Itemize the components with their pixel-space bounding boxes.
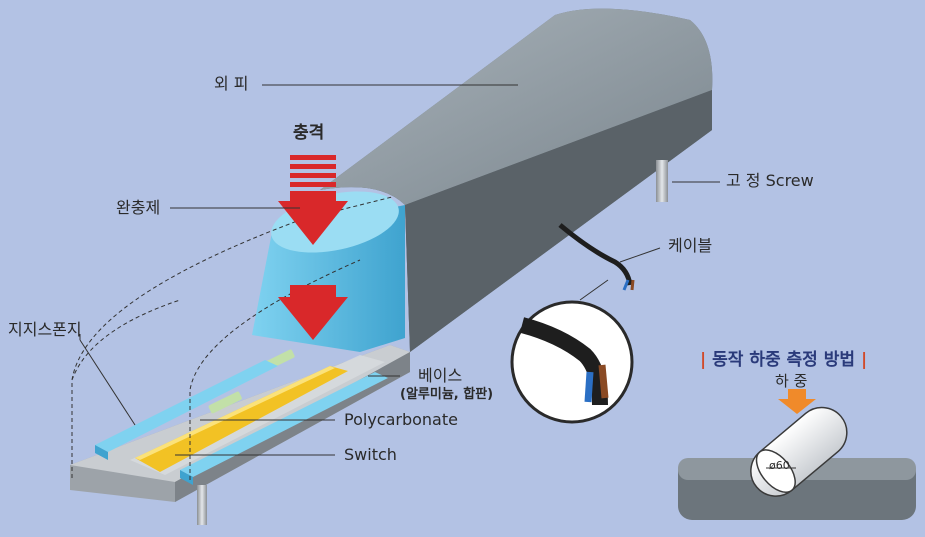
label-load: 하 중 (775, 372, 808, 390)
label-impact: 충격 (293, 123, 325, 143)
cushion-block (252, 191, 405, 352)
cover-outline-dashed (71, 194, 401, 480)
label-support-sponge: 지지스폰지 (8, 320, 82, 339)
label-polycarbonate: Polycarbonate (344, 410, 458, 429)
impact-arrow-bottom (278, 285, 348, 340)
label-diameter: ø60 (769, 459, 790, 472)
switch-strip (135, 366, 348, 472)
method-title-text: 동작 하중 측정 방법 (712, 350, 856, 370)
method-title: | 동작 하중 측정 방법 | (700, 345, 867, 370)
label-cable: 케이블 (668, 236, 713, 255)
bottom-screw (197, 485, 207, 525)
label-cushion: 완충제 (116, 198, 161, 217)
title-divider: | (700, 350, 707, 370)
label-base-material: (알루미늄, 합판) (400, 387, 494, 402)
fixing-screw (656, 160, 668, 202)
switch-pad (208, 391, 242, 414)
label-outer-cover: 외 피 (214, 74, 249, 93)
label-base: 베이스 (418, 366, 463, 385)
impact-arrow-top (278, 155, 348, 245)
support-sponge-right (180, 372, 388, 477)
cable-zoom-circle (510, 279, 634, 424)
title-divider: | (860, 350, 868, 370)
label-fixing-screw: 고 정 Screw (726, 171, 814, 190)
support-sponge-left (95, 360, 278, 452)
measurement-illustration (678, 389, 916, 520)
cable (558, 223, 633, 286)
leader-lines (79, 84, 720, 456)
label-switch: Switch (344, 445, 397, 464)
outer-cover (320, 8, 713, 352)
